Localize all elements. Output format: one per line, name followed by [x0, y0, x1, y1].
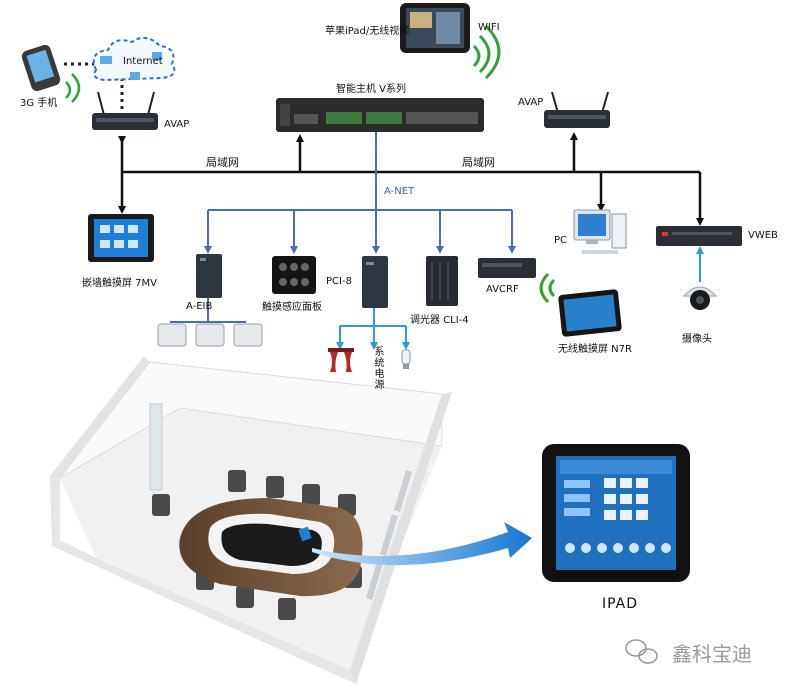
- avap-right-router: [544, 91, 610, 128]
- touch-panel-device: [272, 256, 316, 294]
- dimmer-label: 调光器 CLI-4: [410, 315, 469, 326]
- host-device: [276, 98, 484, 132]
- curtain-icon: [328, 348, 354, 372]
- lan-trunk: [118, 132, 704, 226]
- avap-left-label: AVAP: [164, 119, 190, 130]
- vweb-device: [656, 226, 742, 246]
- n7r-device: [558, 289, 622, 337]
- a-eib-label: A-EIB: [186, 301, 213, 312]
- pc-label: PC: [554, 235, 568, 246]
- watermark-text: 鑫科宝迪: [672, 642, 752, 666]
- pci8-outputs: [336, 308, 410, 350]
- internet-links: [64, 62, 124, 112]
- anet-label: A-NET: [384, 186, 415, 197]
- wifi-icon: [472, 24, 501, 80]
- ipad-wireless-label: 苹果iPad/无线视频: [325, 26, 410, 37]
- host-label: 智能主机 V系列: [336, 84, 407, 95]
- dimmer-device: [426, 256, 458, 306]
- phone-3g-device: [21, 44, 61, 92]
- ipad-label: IPAD: [602, 596, 639, 612]
- vweb-label: VWEB: [748, 230, 778, 241]
- camera-label: 摄像头: [682, 334, 712, 345]
- panel-7mv-label: 嵌墙触摸屏 7MV: [82, 278, 158, 289]
- avap-left-router: [92, 91, 158, 130]
- wechat-logo-icon: [625, 639, 658, 664]
- touch-panel-label: 触摸感应面板: [262, 302, 322, 313]
- internet-cloud: [92, 36, 176, 82]
- anet-bus: [170, 132, 516, 323]
- panel-7mv-device: [88, 214, 154, 262]
- ipad-large-device: [542, 444, 690, 582]
- n7r-wifi-icon: [539, 272, 556, 304]
- avap-right-label: AVAP: [518, 97, 544, 108]
- lan-right-label: 局域网: [462, 156, 495, 169]
- system-power-label: 系统电源: [372, 346, 383, 390]
- pc-device: [573, 209, 627, 254]
- eib-actuators: [157, 323, 263, 347]
- n7r-label: 无线触摸屏 N7R: [558, 344, 632, 355]
- lan-left-label: 局域网: [206, 156, 239, 169]
- camera-device: [682, 286, 718, 310]
- a-eib-device: [196, 254, 222, 298]
- avcrf-device: [478, 258, 536, 278]
- bulb-icon: [401, 349, 411, 369]
- pci8-label: PCI-8: [326, 276, 352, 287]
- wifi-label: WIFI: [478, 22, 500, 33]
- internet-label: Internet: [123, 56, 163, 67]
- phone-wifi-icon: [65, 73, 81, 103]
- pci8-device: [362, 256, 388, 308]
- ipad-arrow: [312, 522, 532, 566]
- avcrf-label: AVCRF: [486, 284, 519, 295]
- ipad-wireless-device: [400, 3, 470, 53]
- phone-3g-label: 3G 手机: [20, 98, 58, 109]
- conference-room: [50, 356, 452, 684]
